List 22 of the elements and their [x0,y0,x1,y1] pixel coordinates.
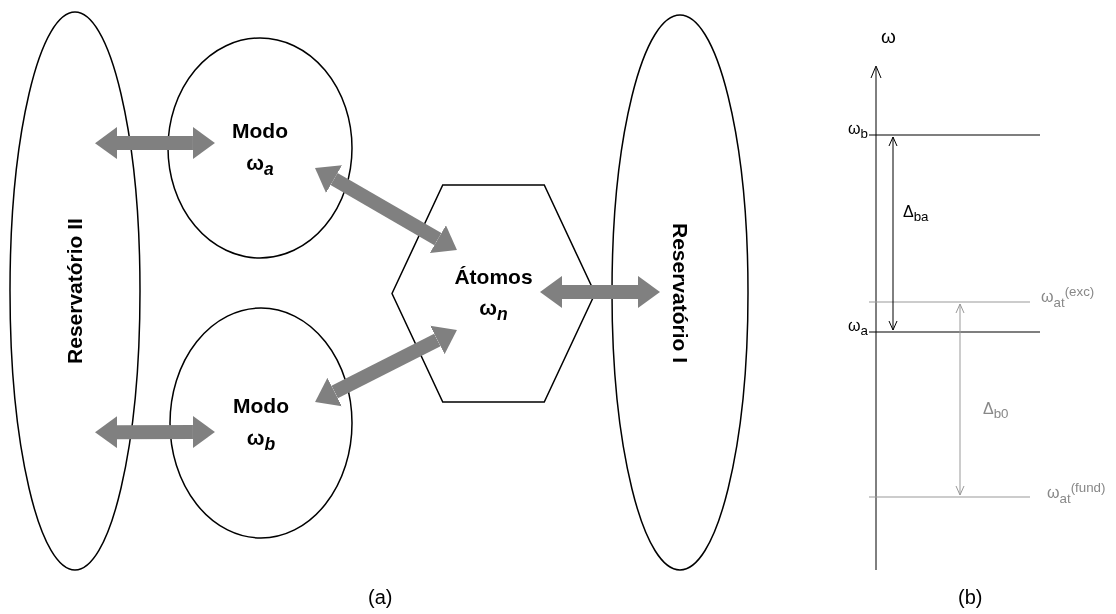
double-arrow [95,416,215,449]
mode-ellipse [170,308,352,538]
double-arrow [315,165,457,253]
gap-label: Δ$_{b0}$ [983,400,1009,422]
gap-label: Δ$_{ba}$ [903,203,929,225]
node-label: Reservatório I [667,222,693,363]
double-arrow [315,325,457,407]
node-label: Reservatório II [62,218,88,364]
node-label: Modo ω$_{b}$ [232,392,290,456]
node-label: Átomos ω$_{n}$ [453,263,534,326]
panel-caption: (b) [958,586,983,609]
panel-caption: (a) [368,586,393,609]
atoms-hexagon [392,185,595,402]
mode-ellipse [168,38,352,258]
double-arrow [540,275,660,308]
reservoir-ellipse [612,15,748,570]
level-label: ω$_{a}$ [848,317,868,339]
axis-label: ω [881,26,896,48]
node-label: Modo ω$_{a}$ [231,117,289,181]
level-label: ω$_{b}$ [848,120,868,142]
reservoir-ellipse [10,12,140,570]
double-arrow [95,126,215,160]
